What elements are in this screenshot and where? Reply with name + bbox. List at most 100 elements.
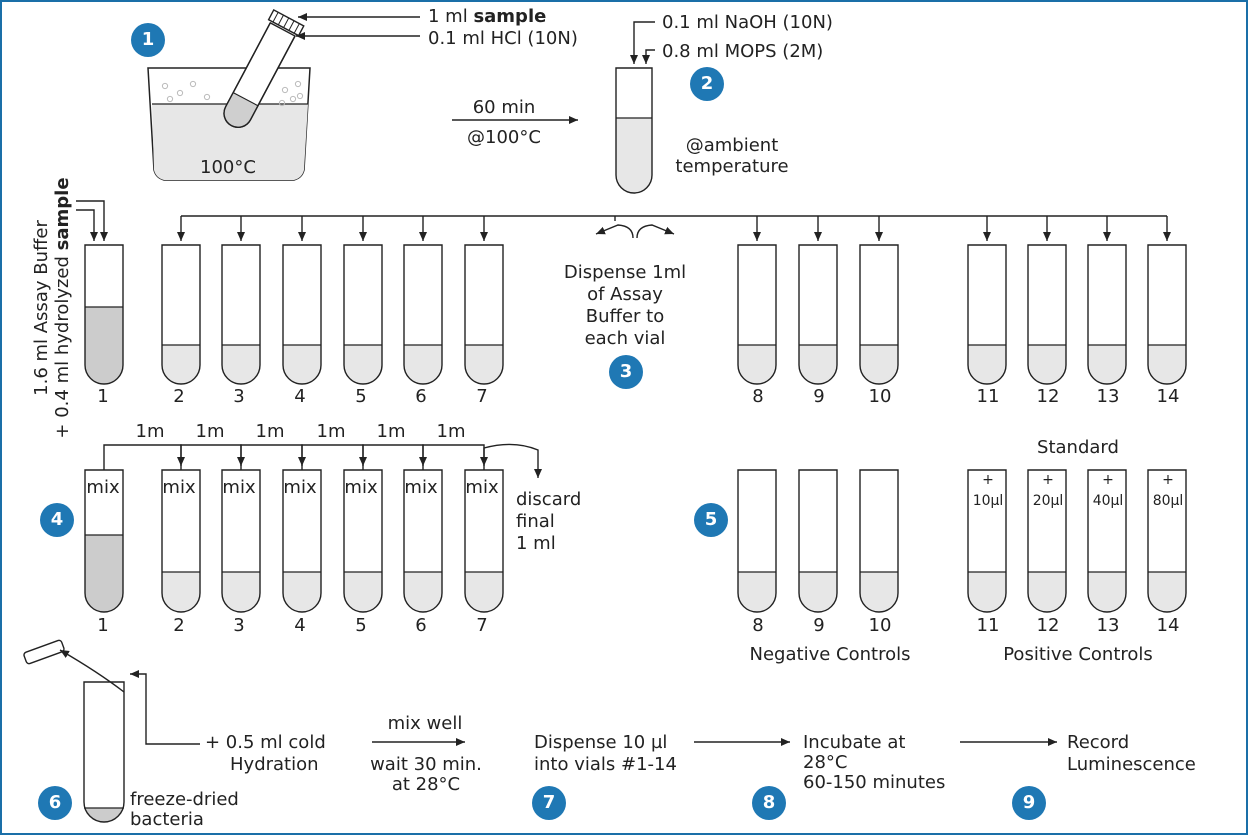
hydrolysis-tube-liquid <box>616 118 652 193</box>
row1-vial-number: 6 <box>415 386 427 407</box>
vial-icon-liquid <box>1148 572 1186 612</box>
vial-icon-liquid <box>465 345 503 384</box>
row2-vial-number: 4 <box>294 615 306 636</box>
positive-vial-number: 12 <box>1036 615 1060 636</box>
step-badge-1: 1 <box>131 23 165 57</box>
bubble <box>161 82 169 90</box>
row1-vial-number: 8 <box>752 386 764 407</box>
standard-amount: 40µl <box>1092 493 1124 509</box>
row1-vial-number: 3 <box>233 386 245 407</box>
vial-icon <box>464 469 504 613</box>
vial-icon-liquid <box>85 307 123 384</box>
vial-icon-liquid <box>860 572 898 612</box>
row2-vial-number: 7 <box>476 615 488 636</box>
bath-temperature: 100°C <box>200 157 256 178</box>
wait-line-2: at 28°C <box>391 774 461 795</box>
incubate-line-2: 28°C <box>803 752 848 773</box>
vial-icon-liquid <box>1088 572 1126 612</box>
hydration-tube-liquid <box>84 802 124 822</box>
mix-label: mix <box>465 477 499 498</box>
bubble <box>281 86 289 94</box>
dispense-line-1: Dispense 1ml <box>563 262 687 283</box>
vial-icon <box>403 469 443 613</box>
negative-vial-number: 9 <box>813 615 825 636</box>
step-badge-8: 8 <box>752 786 786 820</box>
standard-title: Standard <box>1037 437 1119 458</box>
hydrolysis-tube <box>615 67 653 194</box>
water-bath-liquid <box>152 104 308 180</box>
vial-icon-liquid <box>738 572 776 612</box>
positive-controls-label: Positive Controls <box>1003 644 1153 665</box>
bubble <box>166 95 174 103</box>
vial-icon-liquid <box>162 572 200 612</box>
mix-label: mix <box>162 477 196 498</box>
transfer-1ml-label: 1m <box>376 421 406 442</box>
incubate-line-1: Incubate at <box>803 732 906 753</box>
vial-icon-liquid <box>465 572 503 612</box>
row1-vial-number: 12 <box>1036 386 1060 407</box>
step-badge-7: 7 <box>532 786 566 820</box>
vial-icon-liquid <box>860 345 898 384</box>
vial-icon-liquid <box>283 572 321 612</box>
transfer-1ml-label: 1m <box>255 421 285 442</box>
negative-vial-number: 10 <box>868 615 892 636</box>
row1-vial-number: 1 <box>97 386 109 407</box>
sample-label: 1 ml sample <box>428 6 547 27</box>
hydration-tube <box>83 681 125 823</box>
arrow-icon <box>362 444 427 470</box>
row1-vial-number: 9 <box>813 386 825 407</box>
vial-icon <box>737 469 777 613</box>
transfer-1ml-label: 1m <box>195 421 225 442</box>
naoh-label: 0.1 ml NaOH (10N) <box>662 12 833 33</box>
vial-icon <box>84 469 124 613</box>
record-line-1: Record <box>1067 732 1130 753</box>
vial-icon <box>1087 469 1127 613</box>
vial-icon <box>1147 469 1187 613</box>
row2-vial-number: 1 <box>97 615 109 636</box>
wait-line-1: wait 30 min. <box>370 754 482 775</box>
temperature-label: temperature <box>675 156 789 177</box>
bubble <box>296 92 304 100</box>
arrow-icon <box>422 444 488 470</box>
dispense-line-2: of Assay <box>587 284 663 305</box>
step-badge-9: 9 <box>1012 786 1046 820</box>
hcl-label: 0.1 ml HCl (10N) <box>428 28 578 49</box>
row2-vial-number: 3 <box>233 615 245 636</box>
assay-buffer-side-label: 1.6 ml Assay Buffer+ 0.4 ml hydrolyzed s… <box>31 177 73 439</box>
vial-icon <box>343 244 383 385</box>
row1-vial-number: 2 <box>173 386 185 407</box>
bubble <box>294 80 302 88</box>
vial-icon-liquid <box>799 345 837 384</box>
incubate-line-3: 60-150 minutes <box>803 772 946 793</box>
arrow-icon <box>630 21 655 64</box>
row1-vial-number: 7 <box>476 386 488 407</box>
standard-plus: + <box>1102 472 1114 488</box>
arrow-icon <box>59 649 125 693</box>
record-line-2: Luminescence <box>1067 754 1196 775</box>
vial-icon <box>282 469 322 613</box>
hydration-line-1: + 0.5 ml cold <box>205 732 326 753</box>
vial-icon-liquid <box>404 345 442 384</box>
arrow-icon <box>76 209 98 241</box>
row2-vial-number: 6 <box>415 615 427 636</box>
row1-vial-number: 10 <box>868 386 892 407</box>
dispense-10ul-line-1: Dispense 10 µl <box>534 732 668 753</box>
standard-amount: 80µl <box>1152 493 1184 509</box>
mix-label: mix <box>222 477 256 498</box>
vial-icon-liquid <box>222 572 260 612</box>
vial-icon-liquid <box>222 345 260 384</box>
discard-line-3: 1 ml <box>516 533 556 554</box>
row2-vial-number: 2 <box>173 615 185 636</box>
vial-icon-liquid <box>738 345 776 384</box>
vial-icon-liquid <box>799 572 837 612</box>
vial-icon <box>737 244 777 385</box>
standard-plus: + <box>1162 472 1174 488</box>
arrow-icon <box>301 444 367 470</box>
vial-icon <box>1027 244 1067 385</box>
arrow-icon <box>240 444 306 470</box>
vial-icon-liquid <box>968 572 1006 612</box>
bubble <box>289 95 297 103</box>
vial-icon-liquid <box>968 345 1006 384</box>
heat-time: 60 min <box>472 97 536 118</box>
